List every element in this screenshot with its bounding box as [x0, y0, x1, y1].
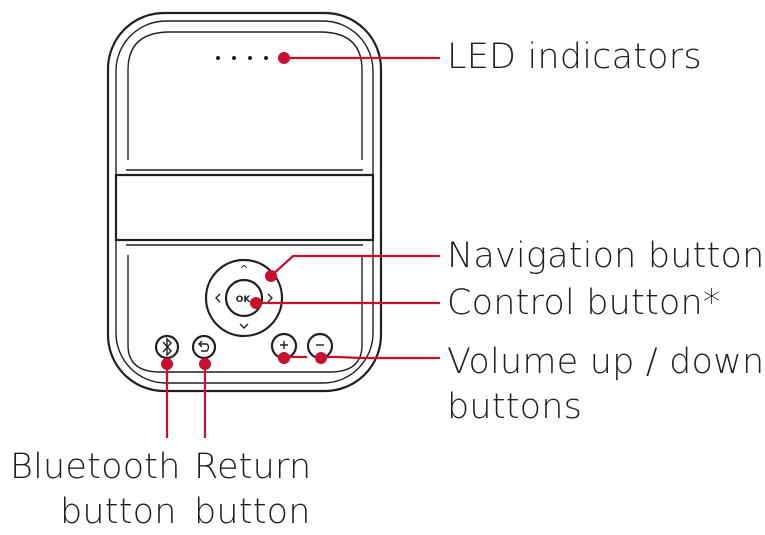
leader-dot-navigation [265, 270, 277, 282]
led-dot [232, 56, 236, 60]
navigation-ring[interactable]: ^ [204, 258, 284, 338]
return-button[interactable] [191, 334, 217, 360]
body-outer-outline [106, 11, 383, 393]
chevron-left-icon [215, 293, 221, 303]
label-return-line1: Return [194, 447, 312, 487]
chevron-up-icon: ^ [239, 263, 248, 276]
leader-dot-led [278, 52, 290, 64]
leader-dot-control [250, 297, 262, 309]
ok-button-outline [224, 278, 264, 318]
return-button-outline [191, 334, 217, 360]
leader-navigation [270, 254, 440, 277]
label-navigation-buttons: Navigation buttons [447, 236, 765, 276]
navigation-ring-outline [204, 258, 284, 338]
label-bluetooth-line2: button [60, 492, 177, 532]
plus-icon [280, 341, 288, 349]
chevron-down-icon [239, 323, 249, 329]
bluetooth-button[interactable] [154, 334, 180, 360]
return-icon [198, 340, 210, 352]
body-inner-outline [115, 20, 374, 384]
leader-volume [284, 355, 440, 360]
leader-dot-return [199, 358, 211, 370]
ok-button[interactable]: OK [224, 278, 264, 318]
top-panel-contour [127, 31, 363, 160]
chevron-right-icon [267, 293, 273, 303]
led-dot [216, 56, 220, 60]
led-indicators [216, 56, 268, 60]
label-control-button: Control button* [447, 283, 721, 323]
label-bluetooth-line1: Bluetooth [10, 447, 181, 487]
label-led-indicators: LED indicators [447, 37, 702, 77]
leader-dot-volume-up [278, 352, 290, 364]
strap-band [114, 173, 375, 242]
label-volume-line1: Volume up / down [447, 342, 765, 382]
bluetooth-icon [162, 337, 172, 357]
callout-leaders [161, 52, 440, 438]
ok-button-label: OK [236, 295, 252, 305]
led-dot [264, 56, 268, 60]
label-volume-line2: buttons [447, 387, 583, 427]
bottom-panel-contour [127, 255, 363, 373]
leader-dot-bluetooth [161, 358, 173, 370]
speaker-body [106, 11, 383, 393]
led-dot [248, 56, 252, 60]
label-return-line2: button [194, 492, 311, 532]
leader-dot-volume-down [315, 352, 327, 364]
